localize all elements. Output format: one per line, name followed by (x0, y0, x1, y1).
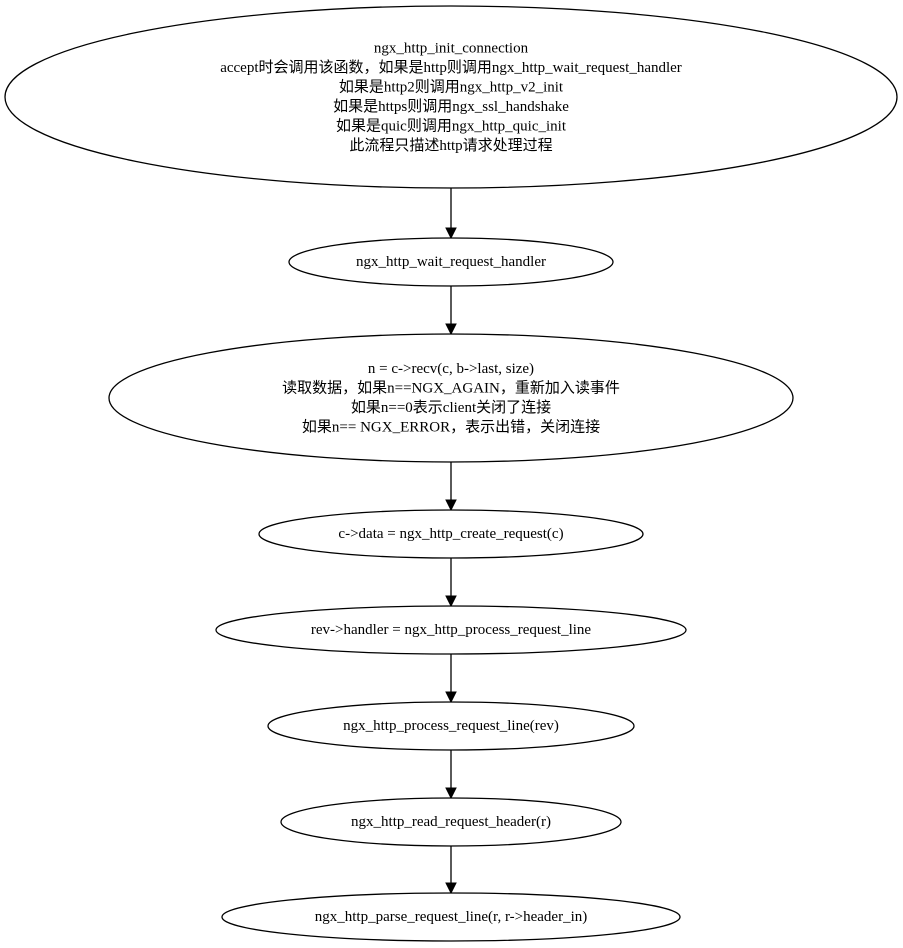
node-parse-request-line: ngx_http_parse_request_line(r, r->header… (221, 892, 681, 942)
arrowhead (445, 323, 457, 336)
node-ellipse (267, 701, 635, 751)
node-label: 此流程只描述http请求处理过程 (349, 137, 552, 154)
edge-arrow (445, 188, 457, 240)
node-recv-data: n = c->recv(c, b->last, size) 读取数据，如果n==N… (108, 333, 794, 463)
edge-arrow (445, 846, 457, 895)
node-ellipse (280, 797, 622, 847)
edge-arrow (445, 750, 457, 800)
node-create-request: c->data = ngx_http_create_request(c) (258, 509, 644, 559)
arrowhead (445, 595, 457, 608)
node-label: 如果n== NGX_ERROR，表示出错，关闭连接 (302, 418, 600, 435)
arrowhead (445, 499, 457, 512)
node-label: 如果是https则调用ngx_ssl_handshake (333, 98, 569, 115)
node-label: ngx_http_read_request_header(r) (351, 814, 551, 830)
node-label: ngx_http_parse_request_line(r, r->header… (315, 909, 587, 925)
arrowhead (445, 787, 457, 800)
edge-arrow (445, 654, 457, 704)
edge-arrow (445, 286, 457, 336)
node-label: n = c->recv(c, b->last, size) (368, 361, 534, 377)
node-label: ngx_http_wait_request_handler (356, 254, 546, 270)
node-label: rev->handler = ngx_http_process_request_… (311, 622, 592, 638)
node-label: c->data = ngx_http_create_request(c) (338, 526, 563, 542)
edge-arrow (445, 558, 457, 608)
arrowhead (445, 882, 457, 895)
node-label: ngx_http_init_connection (374, 40, 529, 56)
node-label: accept时会调用该函数，如果是http则调用ngx_http_wait_re… (220, 59, 682, 76)
node-ellipse (288, 237, 614, 287)
edge-arrow (445, 462, 457, 512)
node-ellipse (221, 892, 681, 942)
arrowhead (445, 227, 457, 240)
node-init-connection: ngx_http_init_connection accept时会调用该函数，如果… (4, 5, 898, 189)
node-label: 如果是http2则调用ngx_http_v2_init (339, 78, 564, 95)
node-ellipse (215, 605, 687, 655)
node-ellipse (4, 5, 898, 189)
node-set-handler: rev->handler = ngx_http_process_request_… (215, 605, 687, 655)
node-process-request-line: ngx_http_process_request_line(rev) (267, 701, 635, 751)
node-label: 读取数据，如果n==NGX_AGAIN，重新加入读事件 (282, 379, 620, 396)
node-label: 如果是quic则调用ngx_http_quic_init (336, 117, 567, 134)
node-ellipse (108, 333, 794, 463)
node-ellipse (258, 509, 644, 559)
node-read-request-header: ngx_http_read_request_header(r) (280, 797, 622, 847)
node-label: ngx_http_process_request_line(rev) (343, 718, 559, 734)
arrowhead (445, 691, 457, 704)
node-wait-request-handler: ngx_http_wait_request_handler (288, 237, 614, 287)
node-label: 如果n==0表示client关闭了连接 (351, 399, 551, 416)
